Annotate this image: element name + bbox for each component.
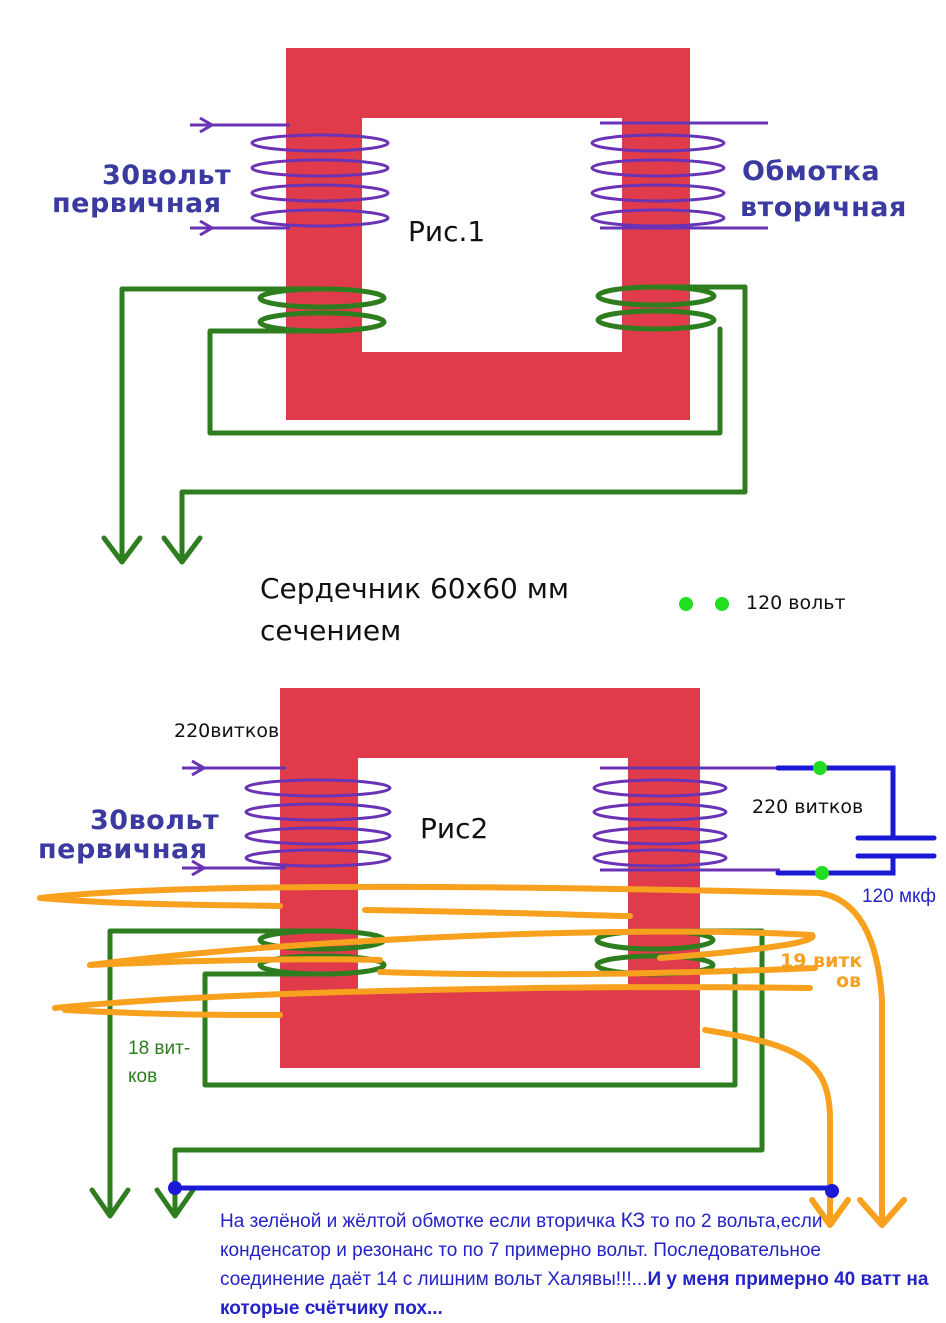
- legend-120v-label: 120 вольт: [746, 592, 846, 614]
- fig1-primary-coil: [190, 116, 390, 237]
- series-link: [168, 1181, 839, 1198]
- fig2-core: [280, 688, 700, 1068]
- explanation-note: На зелёной и жёлтой обмотке если вторичк…: [220, 1206, 930, 1323]
- fig2-primary-label-2: первичная: [38, 834, 208, 865]
- fig1-core: [286, 48, 690, 420]
- capacitor-circuit: [775, 765, 937, 876]
- note-part-1: На зелёной и жёлтой обмотке если вторичк…: [220, 1211, 621, 1232]
- fig1-green-winding: [101, 284, 748, 565]
- core-label-2: сечением: [260, 614, 402, 647]
- legend-dot: [679, 597, 693, 611]
- turns-19-label-2: ов: [836, 970, 862, 992]
- fig1-caption: Рис.1: [408, 215, 486, 248]
- fig1-secondary-label-2: вторичная: [740, 192, 907, 223]
- fig2-primary-coil: [182, 759, 392, 877]
- fig2-caption: Рис2: [420, 812, 489, 845]
- fig1-secondary-label-1: Обмотка: [742, 156, 881, 187]
- core-label-1: Сердечник 60х60 мм: [260, 572, 569, 605]
- note-bold: И у меня примерно 40 ватт на которые счё…: [220, 1269, 929, 1319]
- fig2-turns-220-left: 220витков: [174, 720, 280, 742]
- capacitor-label: 120 мкф: [862, 886, 936, 907]
- fig1-primary-label-2: первичная: [52, 188, 222, 219]
- fig2-secondary-coil: [592, 766, 780, 872]
- turns-19-label-1: 19 витк: [780, 950, 863, 972]
- fig2-turns-220-right: 220 витков: [752, 796, 864, 818]
- turns-18-label-1: 18 вит-: [128, 1038, 191, 1059]
- legend-dot: [715, 597, 729, 611]
- fig1-primary-label-1: 30вольт: [102, 160, 232, 191]
- capacitor-dot: [813, 761, 827, 775]
- note-kz: КЗ: [620, 1209, 646, 1232]
- fig1-secondary-coil: [590, 121, 768, 230]
- turns-18-label-2: ков: [128, 1066, 158, 1087]
- fig2-orange-winding: [37, 883, 907, 1228]
- capacitor-dot: [815, 866, 829, 880]
- note-part-2: то по 2 вольта,если конденсатор и резона…: [220, 1211, 823, 1290]
- fig2-primary-label-1: 30вольт: [90, 805, 220, 836]
